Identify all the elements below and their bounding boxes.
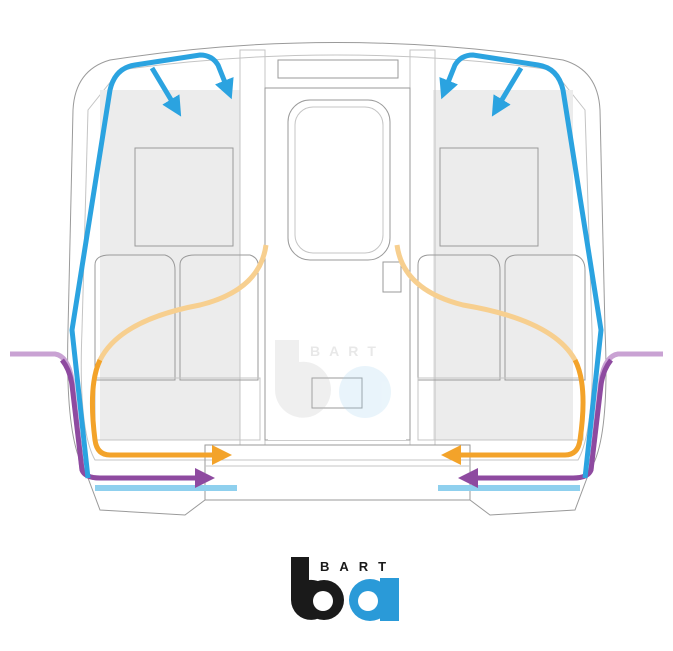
right-return-light — [394, 244, 578, 362]
right-interior-panel — [433, 90, 573, 440]
left-return-light — [97, 244, 269, 362]
right-supply-arrow — [439, 52, 604, 479]
right-supply-branch-arrow — [491, 66, 524, 117]
center-grille — [311, 377, 363, 409]
left-interior-panel — [100, 90, 240, 440]
coupler-platform — [204, 444, 471, 501]
left-exhaust-arrow — [60, 358, 215, 488]
door-lock — [382, 261, 402, 293]
watermark-text: BART — [310, 343, 385, 359]
left-supply-arrow — [69, 52, 234, 479]
door-window — [287, 99, 391, 261]
right-exhaust-arrow — [458, 358, 613, 488]
left-door-post — [239, 49, 266, 446]
right-return-arrow — [441, 358, 586, 465]
car-body-drawing — [67, 42, 607, 516]
left-supply-branch-arrow — [149, 66, 182, 117]
bart-watermark: BART — [275, 340, 391, 418]
bart-logo: BART — [291, 557, 399, 621]
destination-sign — [277, 59, 399, 79]
right-window — [439, 147, 539, 247]
right-door-post — [409, 49, 436, 446]
door-lower-panel — [268, 360, 406, 440]
logo-text: BART — [320, 559, 396, 574]
door-window-inner — [294, 106, 384, 254]
car-outline — [67, 42, 607, 516]
left-return-arrow — [89, 358, 232, 465]
left-window — [134, 147, 234, 247]
